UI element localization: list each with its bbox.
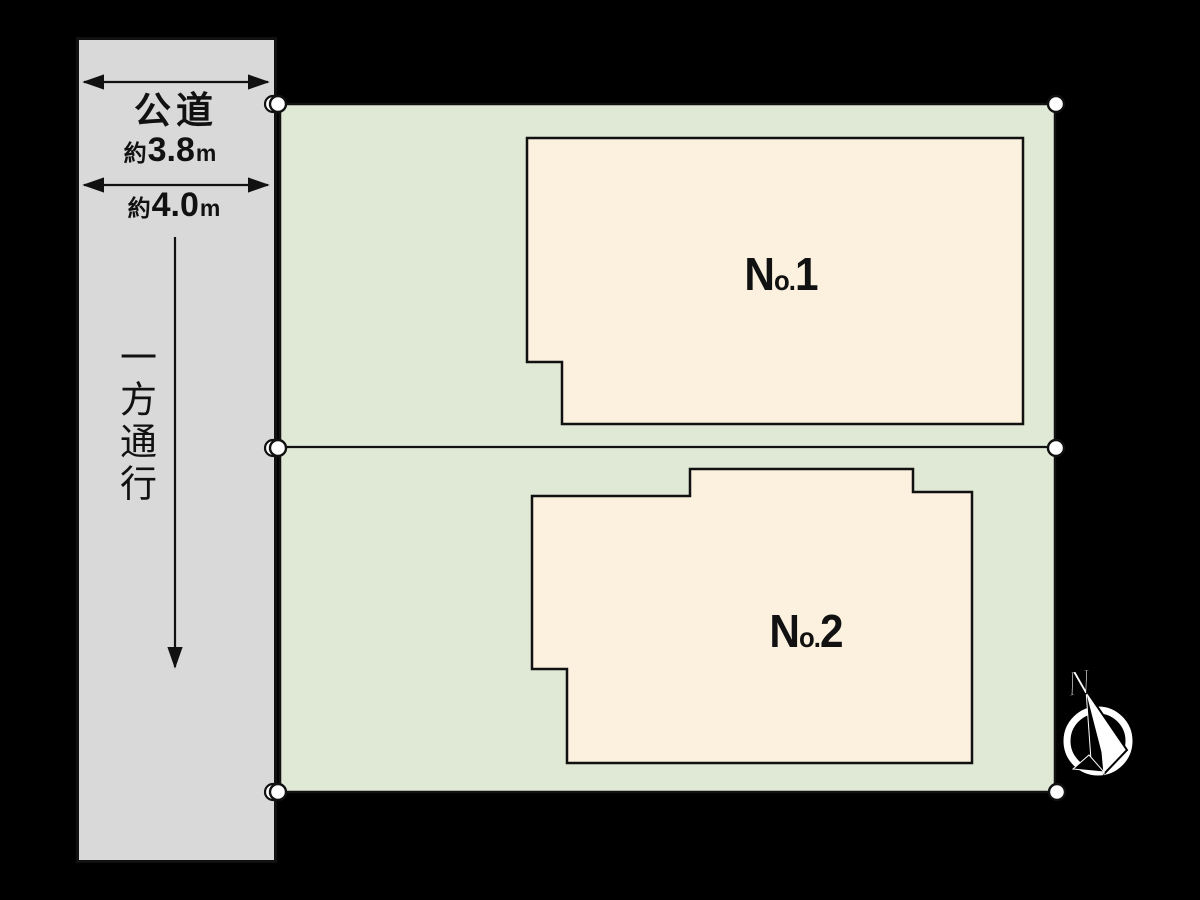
road-width-top-value: 3.8 bbox=[147, 131, 195, 169]
lot-no1-label: N o. 1 bbox=[744, 248, 819, 300]
lot-no2-label-n: N bbox=[769, 605, 800, 657]
lot-no1-label-o: o. bbox=[773, 265, 796, 296]
road-name-label: 公道 bbox=[134, 90, 218, 131]
lot-no1-label-n: N bbox=[744, 248, 775, 300]
building-footprint-no2 bbox=[530, 467, 974, 765]
boundary-marker bbox=[1047, 782, 1067, 802]
one-way-label: 一方通行 bbox=[114, 338, 156, 506]
boundary-marker bbox=[268, 782, 288, 802]
compass-needle-fletching bbox=[1071, 754, 1106, 773]
road-width-top-unit: m bbox=[195, 140, 217, 166]
building-footprint-no1 bbox=[525, 136, 1025, 426]
boundary-marker bbox=[268, 94, 288, 114]
boundary-marker bbox=[1046, 438, 1066, 458]
compass-ring-outer-edge bbox=[1061, 704, 1135, 778]
lot-no1-label-number: 1 bbox=[795, 248, 819, 300]
road-width-bottom-value: 4.0 bbox=[151, 186, 199, 224]
lot-no2-label: N o. 2 bbox=[769, 605, 844, 657]
road-width-bottom-label: 約 4.0 m bbox=[128, 188, 221, 222]
compass-rose: N bbox=[1061, 660, 1135, 778]
road-width-bottom-prefix: 約 bbox=[127, 195, 151, 221]
road-width-top-label: 約 3.8 m bbox=[124, 133, 217, 167]
road-width-top-prefix: 約 bbox=[123, 140, 147, 166]
compass-north-label: N bbox=[1063, 661, 1095, 704]
boundary-markers bbox=[263, 94, 1067, 802]
lot-no2-label-number: 2 bbox=[820, 605, 844, 657]
public-road-strip bbox=[76, 37, 277, 863]
lot-no2-label-o: o. bbox=[798, 622, 821, 653]
boundary-marker bbox=[268, 438, 288, 458]
road-width-bottom-unit: m bbox=[199, 195, 221, 221]
boundary-marker bbox=[1046, 94, 1066, 114]
compass-needle-dark-half bbox=[1085, 689, 1105, 776]
